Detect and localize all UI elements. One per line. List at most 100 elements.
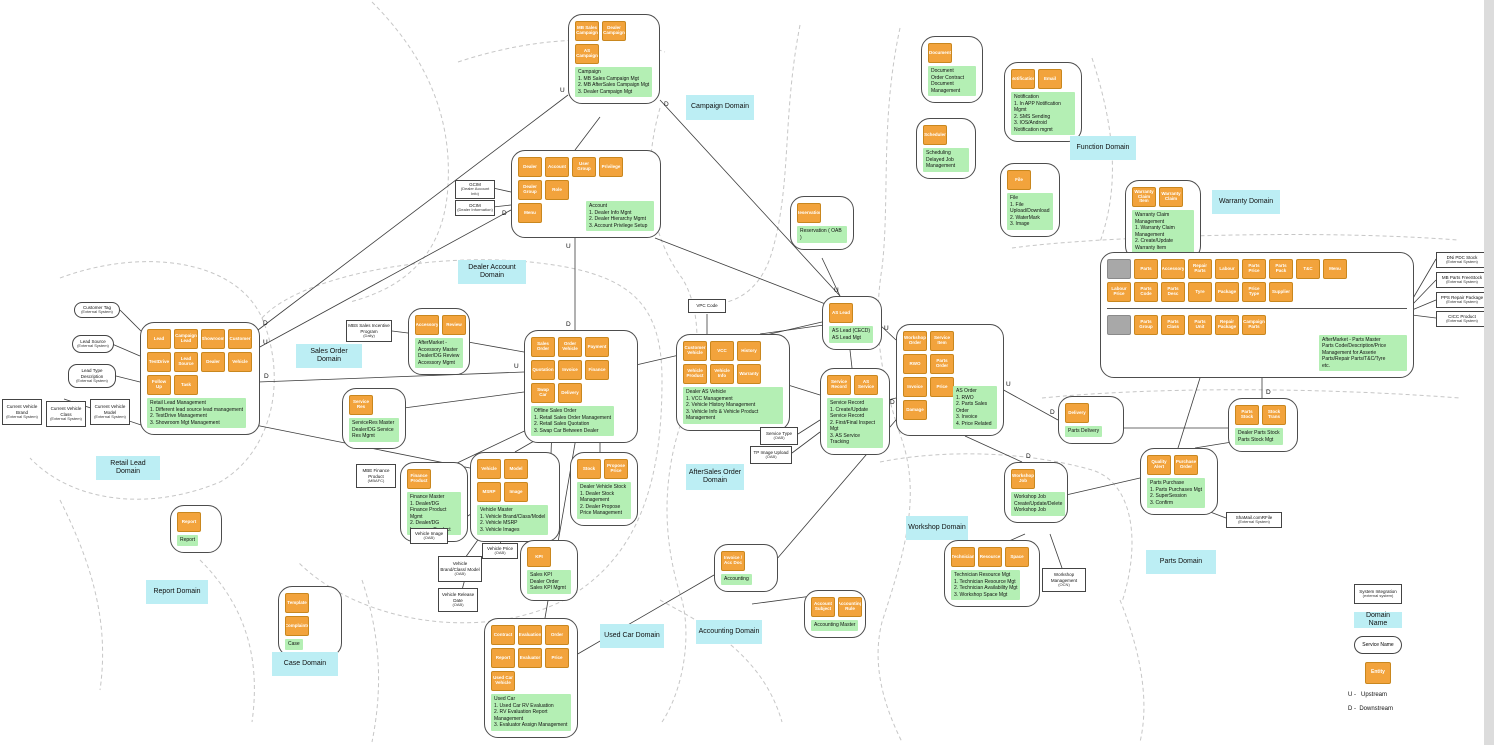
domain-label-used-car-domain[interactable]: Used Car Domain xyxy=(600,624,664,648)
entity-box[interactable]: Space xyxy=(1005,547,1029,567)
entity-box[interactable]: Dealer Group xyxy=(518,180,542,200)
entity-box[interactable]: MB Sales Campaign xyxy=(575,21,599,41)
entity-box[interactable]: Vehicle Product xyxy=(683,364,707,384)
domain-label-warranty-domain[interactable]: Warranty Domain xyxy=(1212,190,1280,214)
entity-box[interactable]: Used Car Vehicle xyxy=(491,671,515,691)
entity-box[interactable]: KPI xyxy=(527,547,551,567)
entity-box[interactable]: Parts Unit xyxy=(1188,315,1212,335)
external-system[interactable]: Current Vehicle Model(External System) xyxy=(90,399,130,425)
entity-box[interactable]: Swap Car xyxy=(531,383,555,403)
external-system[interactable]: MBE Finance Product(MBAFC) xyxy=(356,464,396,488)
entity-box[interactable]: Privilege xyxy=(599,157,623,177)
entity-box[interactable]: Lead Source xyxy=(174,352,198,372)
entity-box[interactable]: Parts Stock xyxy=(1235,405,1259,425)
entity-box[interactable]: Scheduler xyxy=(923,125,947,145)
entity-box[interactable]: Parts Class xyxy=(1161,315,1185,335)
external-system[interactable]: DCIM(Dealer Information) xyxy=(455,200,495,216)
entity-box[interactable]: Parts Desc xyxy=(1161,282,1185,302)
entity-box[interactable]: Workshop Job xyxy=(1011,469,1035,489)
entity-box[interactable]: Sales Order xyxy=(531,337,555,357)
domain-label-parts-domain[interactable]: Parts Domain xyxy=(1146,550,1216,574)
entity-box[interactable]: Stock xyxy=(577,459,601,479)
entity-box[interactable]: Notification xyxy=(1011,69,1035,89)
external-system[interactable]: Vehicle Release Date(OAB) xyxy=(438,588,478,612)
external-system[interactable]: TP Image Upload(OAB) xyxy=(750,446,792,464)
entity-box[interactable]: Finance Product xyxy=(407,469,431,489)
entity-box[interactable]: History xyxy=(737,341,761,361)
entity-box[interactable]: Complaints xyxy=(285,616,309,636)
entity-box[interactable]: Role xyxy=(545,180,569,200)
external-system[interactable]: Workshop Management(OCN) xyxy=(1042,568,1086,592)
entity-box[interactable]: Payment xyxy=(585,337,609,357)
entity-box[interactable]: Reservation xyxy=(797,203,821,223)
entity-box[interactable]: Supplier xyxy=(1269,282,1293,302)
external-system[interactable]: VPC Code xyxy=(688,299,726,313)
entity-box[interactable]: Service Record xyxy=(827,375,851,395)
entity-box[interactable]: Showroom xyxy=(201,329,225,349)
domain-label-retail-lead-domain[interactable]: Retail Lead Domain xyxy=(96,456,160,480)
entity-box[interactable]: Labour Price xyxy=(1107,282,1131,302)
entity-box[interactable]: Contract xyxy=(491,625,515,645)
entity-box[interactable]: User Group xyxy=(572,157,596,177)
entity-box[interactable]: Image xyxy=(504,482,528,502)
entity-box[interactable]: Accessory xyxy=(1161,259,1185,279)
entity-box[interactable]: Order xyxy=(545,625,569,645)
entity-box[interactable]: Parts Group xyxy=(1134,315,1158,335)
entity-box[interactable]: Follow Up xyxy=(147,375,171,395)
entity-box[interactable]: Campaign Parts xyxy=(1242,315,1266,335)
entity-box[interactable]: Dealer Campaign xyxy=(602,21,626,41)
entity-box[interactable]: Warranty xyxy=(737,364,761,384)
entity-box[interactable]: Resource xyxy=(978,547,1002,567)
entity-box[interactable]: Dealer xyxy=(518,157,542,177)
entity-box[interactable]: Parts Order xyxy=(930,354,954,374)
entity-box[interactable]: Invoice / Acc Doc xyxy=(721,551,745,571)
entity-box[interactable]: Parts Pack xyxy=(1269,259,1293,279)
entity-box[interactable]: Repair Package xyxy=(1215,315,1239,335)
entity-box[interactable]: Customer Vehicle xyxy=(683,341,707,361)
entity-box[interactable]: Vehicle xyxy=(228,352,252,372)
entity-box[interactable]: AS Service xyxy=(854,375,878,395)
entity-box[interactable]: MSRP xyxy=(477,482,501,502)
entity-box[interactable] xyxy=(1107,259,1131,279)
entity-box[interactable]: Delivery xyxy=(1065,403,1089,423)
entity-box[interactable]: File xyxy=(1007,170,1031,190)
entity-box[interactable]: Parts Price xyxy=(1242,259,1266,279)
external-system[interactable]: Lead Type Description(External System) xyxy=(68,364,116,388)
entity-box[interactable] xyxy=(1107,315,1131,335)
entity-box[interactable]: Order Vehicle xyxy=(558,337,582,357)
external-system[interactable]: CICC Product(External System) xyxy=(1436,311,1488,327)
entity-box[interactable]: Labour xyxy=(1215,259,1239,279)
entity-box[interactable]: Evaluator xyxy=(518,648,542,668)
external-system[interactable]: Service Type(OAB) xyxy=(760,427,798,445)
external-system[interactable]: ShaMail.comRFile(External System) xyxy=(1226,512,1282,528)
entity-box[interactable]: Price xyxy=(930,377,954,397)
domain-label-report-domain[interactable]: Report Domain xyxy=(146,580,208,604)
entity-box[interactable]: Document xyxy=(928,43,952,63)
entity-box[interactable]: Evaluation xyxy=(518,625,542,645)
entity-box[interactable]: Vehicle Info xyxy=(710,364,734,384)
entity-box[interactable]: Package xyxy=(1215,282,1239,302)
external-system[interactable]: MB Parts FreeStock(External System) xyxy=(1436,272,1488,288)
entity-box[interactable]: Dealer xyxy=(201,352,225,372)
entity-box[interactable]: TestDrive xyxy=(147,352,171,372)
external-system[interactable]: Vehicle Brand/Class/ Model(OAB) xyxy=(438,556,482,582)
domain-label-case-domain[interactable]: Case Domain xyxy=(272,652,338,676)
